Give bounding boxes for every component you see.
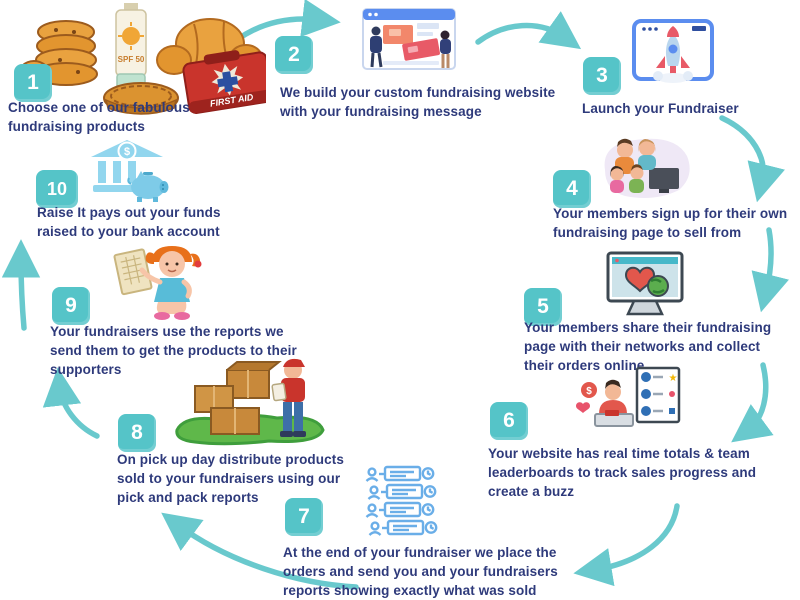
bank-payout-illustration: $ [91, 140, 169, 202]
sunscreen-label: SPF 50 [118, 55, 145, 64]
step-8-badge: 8 [118, 414, 156, 452]
step-7-badge: 7 [285, 498, 323, 536]
arrow-7-to-8 [161, 512, 359, 590]
arrow-8-to-9 [42, 367, 100, 439]
step-9-badge: 9 [52, 287, 90, 325]
presenter-person-icon [594, 379, 634, 427]
delivery-boxes-illustration [175, 358, 325, 446]
step-4-badge: 4 [553, 170, 591, 208]
step-3-badge: 3 [583, 57, 621, 95]
step-2-label: We build your custom fundraising website… [280, 85, 556, 119]
step-1-badge: 1 [14, 64, 52, 102]
step-5-label: Your members share their fundraising pag… [524, 320, 772, 373]
small-heart-icon [576, 402, 590, 413]
arrow-4-to-5 [751, 227, 789, 313]
builder-person-left-icon [370, 26, 383, 68]
pie-icon [103, 82, 179, 115]
leaderboard-illustration: ★ $ [576, 366, 681, 427]
order-reports-illustration [365, 465, 438, 537]
family-computer-illustration [604, 138, 690, 198]
step-6-badge: 6 [490, 402, 528, 440]
star-marker-icon: ★ [669, 373, 678, 384]
builder-person-right-icon [440, 30, 451, 68]
report-row-icon [368, 519, 438, 537]
coin-icon: $ [581, 382, 597, 398]
report-row-icon [365, 465, 435, 483]
leaderboard-card-icon: ★ [635, 366, 681, 424]
heart-icon [624, 266, 656, 293]
rocket-launch-illustration [632, 19, 714, 83]
piggy-bank-icon [127, 171, 169, 202]
step-7-label: At the end of your fundraiser we place t… [283, 545, 558, 598]
bank-dollar-sign: $ [124, 146, 130, 158]
rocket-icon [653, 26, 693, 83]
report-row-icon [367, 483, 437, 501]
arrow-5-to-6 [731, 362, 774, 443]
family-mom-icon [638, 139, 656, 170]
boxes-icon [194, 361, 282, 435]
website-builder-illustration [362, 8, 456, 70]
step-9-label: Your fundraisers use the reports we send… [50, 324, 297, 377]
arrow-9-to-10 [1, 239, 41, 331]
family-daughter-icon [610, 166, 624, 193]
girl-icon [139, 246, 202, 320]
globe-icon [647, 275, 669, 297]
share-monitor-illustration [606, 251, 684, 316]
first-aid-kit-icon: FIRST AID [182, 50, 266, 114]
report-paper-icon [113, 248, 153, 296]
report-row-icon [365, 501, 435, 519]
step-8-label: On pick up day distribute products sold … [117, 452, 344, 505]
bank-icon: $ [91, 140, 163, 192]
step-10-badge: 10 [36, 170, 78, 208]
arrow-3-to-4 [719, 115, 785, 203]
step-1-label: Choose one of our fabulous fundraising p… [8, 100, 190, 134]
delivery-man-icon [271, 358, 306, 437]
step-5-badge: 5 [524, 288, 562, 326]
sunscreen-icon: SPF 50 [115, 3, 147, 91]
step-3-label: Launch your Fundraiser [582, 101, 739, 116]
step-6-label: Your website has real time totals & team… [488, 446, 757, 499]
svg-text:$: $ [586, 386, 592, 397]
step-4-label: Your members sign up for their own fundr… [553, 206, 788, 240]
girl-with-report-illustration [113, 246, 202, 320]
family-son-icon [629, 164, 644, 193]
step-10-label: Raise It pays out your funds raised to y… [37, 205, 221, 239]
arrow-2-to-3 [475, 11, 582, 50]
step-2-badge: 2 [275, 36, 313, 74]
arrow-6-to-7 [573, 503, 680, 587]
